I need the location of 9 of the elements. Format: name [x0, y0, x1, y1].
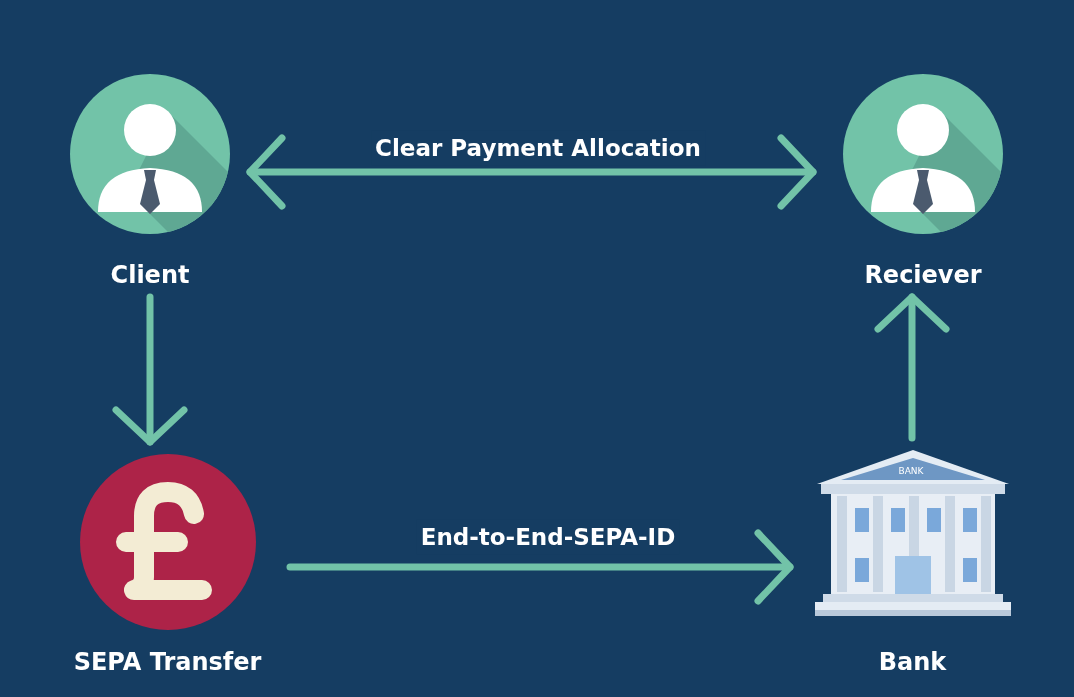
arrow — [286, 529, 794, 605]
node-label: Client — [110, 263, 190, 287]
node-label: SEPA Transfer — [73, 650, 262, 674]
arrow — [874, 293, 950, 442]
arrow — [246, 134, 817, 210]
arrow — [112, 293, 188, 446]
bank-sign-text: BANK — [898, 467, 924, 476]
node-label: Bank — [878, 650, 947, 674]
node-label: Reciever — [864, 263, 982, 287]
